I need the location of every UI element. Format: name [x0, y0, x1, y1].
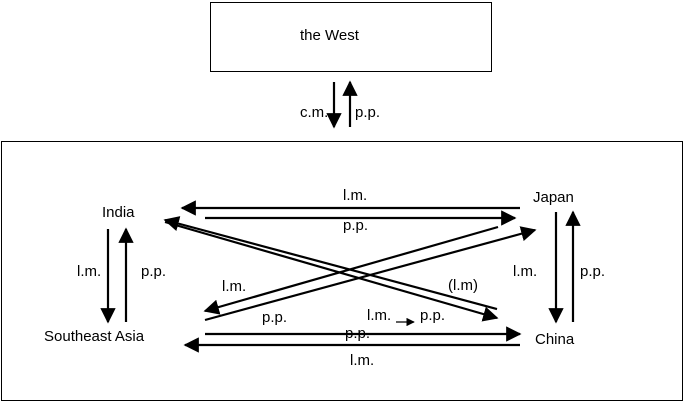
- label-india-to-japan: p.p.: [343, 217, 369, 234]
- japan-to-sea-arrow: [203, 225, 499, 315]
- label-china-to-india: (l.m): [448, 277, 478, 294]
- label-japan-to-india: l.m.: [343, 187, 368, 204]
- label-sea-to-china-top: l.m.: [367, 307, 392, 324]
- china-to-india-arrow: [163, 216, 498, 311]
- india-to-china-arrow: [164, 220, 499, 322]
- label-china-to-sea: l.m.: [350, 352, 375, 369]
- node-japan: Japan: [533, 189, 574, 206]
- west-label: the West: [300, 27, 359, 44]
- label-india-to-sea: l.m.: [77, 263, 102, 280]
- label-japan-to-china: l.m.: [513, 263, 538, 280]
- sea-to-japan-arrow: [204, 226, 537, 322]
- label-sea-to-japan: p.p.: [262, 309, 288, 326]
- west-down-label: c.m.: [300, 104, 329, 121]
- node-china: China: [535, 331, 575, 348]
- west-up-label: p.p.: [355, 104, 381, 121]
- label-japan-to-sea: l.m.: [222, 278, 247, 295]
- west-box: [210, 2, 492, 72]
- label-china-to-japan: p.p.: [580, 263, 606, 280]
- label-sea-to-china-mid: p.p.: [345, 325, 371, 342]
- label-sea-to-india: p.p.: [141, 263, 167, 280]
- node-india: India: [102, 204, 135, 221]
- node-southeast-asia: Southeast Asia: [44, 328, 145, 345]
- label-sea-to-china-pp: p.p.: [420, 307, 446, 324]
